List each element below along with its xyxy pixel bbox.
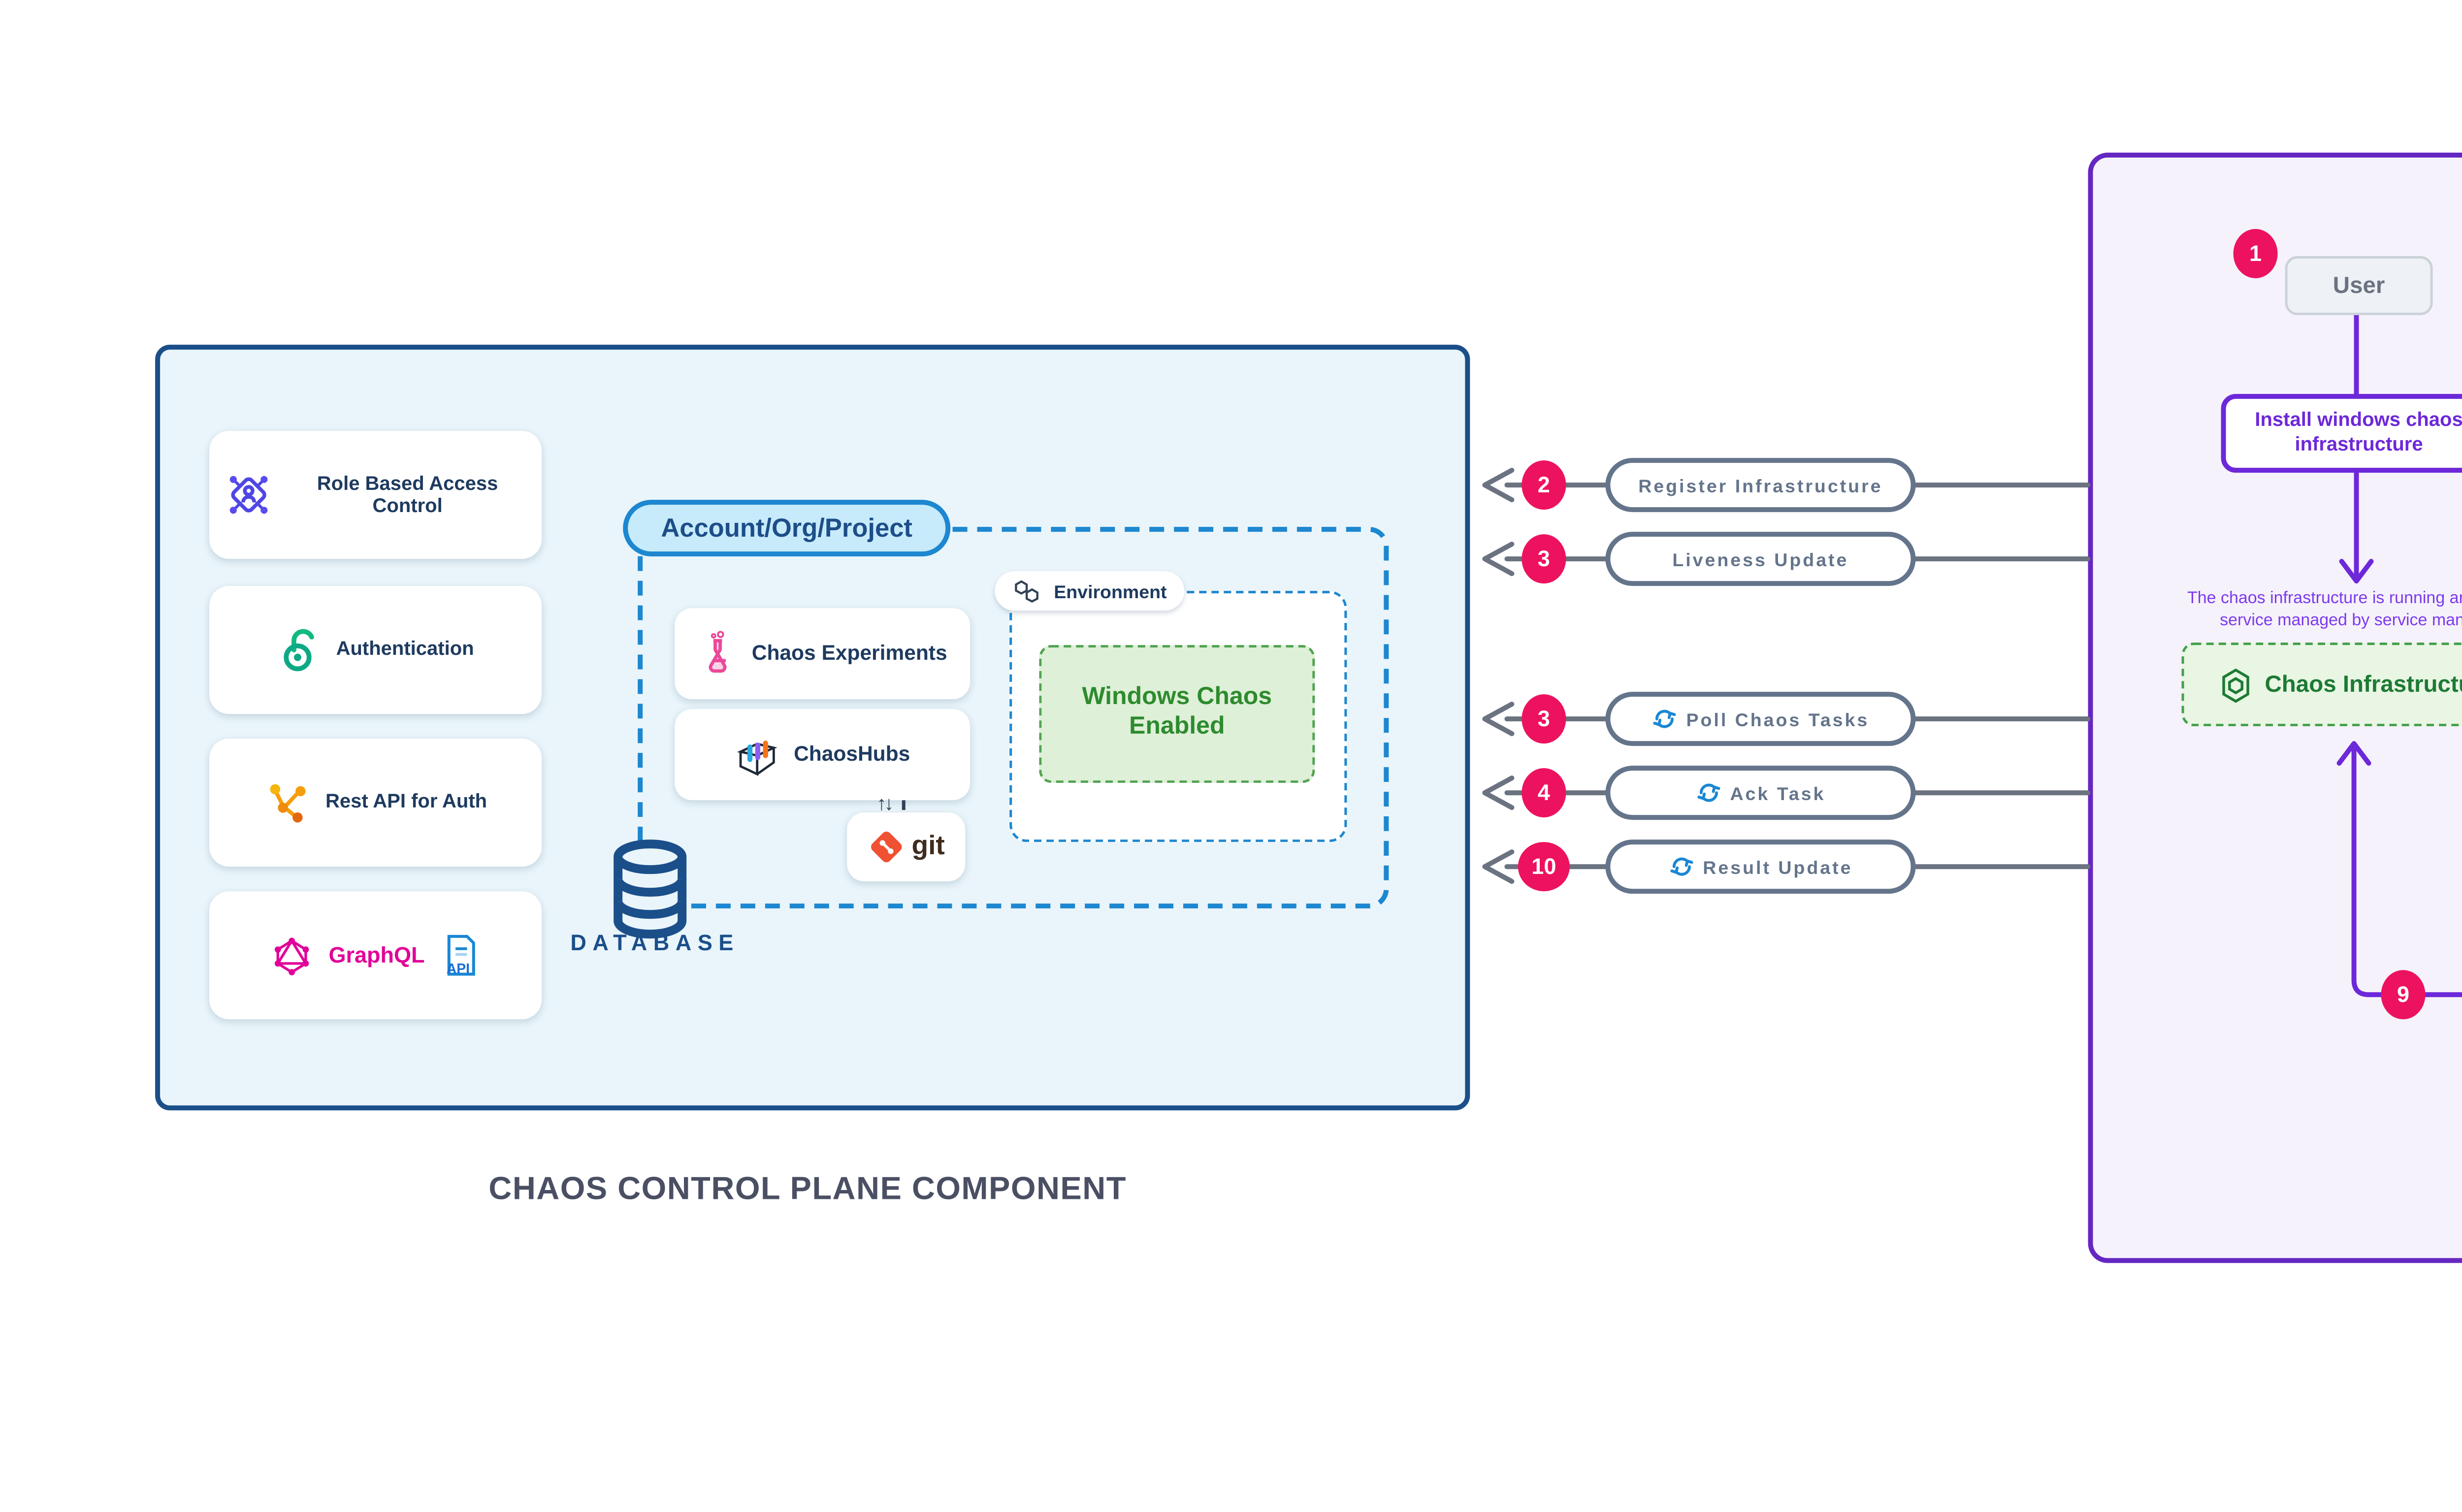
step-badge-poll: 3 (1522, 694, 1566, 744)
account-org-project-pill: Account/Org/Project (623, 500, 951, 557)
sync-icon (1695, 780, 1720, 805)
rest-api-icon (264, 779, 311, 826)
card-authentication-label: Authentication (336, 639, 474, 661)
auth-icon (277, 625, 322, 675)
card-chaos-experiments-label: Chaos Experiments (751, 639, 947, 664)
chaos-infrastructure-icon (2218, 666, 2252, 703)
step-badge-liveness: 3 (1522, 534, 1566, 584)
connector-register-infrastructure: Register Infrastructure (1605, 458, 1916, 513)
control-plane-title: CHAOS CONTROL PLANE COMPONENT (488, 1169, 1127, 1207)
step-badge-register: 2 (1522, 460, 1566, 510)
environment-pill: Environment (995, 571, 1184, 611)
hub-git-sync-arrows: ↑↓ (876, 793, 894, 815)
step-badge-result: 10 (1518, 842, 1570, 892)
step-badge-generate: 9 (2381, 970, 2426, 1020)
environment-label: Environment (1054, 579, 1167, 602)
environment-icon (1012, 578, 1044, 605)
flask-icon (698, 630, 740, 677)
connector-result-update-label: Result Update (1703, 855, 1853, 878)
chaos-infrastructure-label: Chaos Infrastructure (2265, 671, 2462, 698)
step-badge-user: 1 (2233, 229, 2278, 279)
card-graphql: GraphQL API (209, 891, 542, 1020)
connector-ack-task-label: Ack Task (1730, 781, 1826, 804)
sync-icon (1652, 707, 1676, 731)
git-icon (868, 827, 907, 867)
api-doc-icon: API (440, 933, 479, 977)
windows-chaos-enabled-box: Windows Chaos Enabled (1039, 645, 1315, 783)
connector-ack-task: Ack Task (1605, 766, 1916, 820)
card-rbac: Role Based Access Control (209, 431, 542, 559)
card-authentication: Authentication (209, 586, 542, 714)
rbac-icon (224, 470, 273, 519)
account-org-project-region (638, 527, 1389, 909)
chaoshubs-icon (735, 731, 781, 778)
card-rest-api-label: Rest API for Auth (325, 791, 487, 814)
graphql-icon (272, 934, 314, 976)
card-git: git (847, 812, 966, 882)
card-chaoshubs: ChaosHubs (675, 709, 971, 801)
infra-running-note: The chaos infrastructure is running and … (2187, 591, 2462, 631)
connector-result-update: Result Update (1605, 839, 1916, 894)
connector-liveness-update: Liveness Update (1605, 532, 1916, 586)
sync-icon (1668, 854, 1693, 879)
chaos-infrastructure-box: Chaos Infrastructure (2181, 643, 2462, 727)
card-chaos-experiments: Chaos Experiments (675, 608, 971, 700)
svg-text:API: API (445, 961, 468, 977)
step-badge-ack: 4 (1522, 768, 1566, 818)
install-infrastructure-box: Install windows chaos infrastructure (2221, 394, 2462, 473)
connector-poll-chaos-tasks-label: Poll Chaos Tasks (1686, 708, 1870, 730)
card-chaoshubs-label: ChaosHubs (794, 740, 910, 765)
connector-poll-chaos-tasks: Poll Chaos Tasks (1605, 692, 1916, 746)
card-rest-api: Rest API for Auth (209, 739, 542, 867)
user-box: User (2285, 256, 2433, 316)
card-rbac-label: Role Based Access Control (317, 472, 498, 517)
git-label: git (911, 832, 945, 862)
card-graphql-label: GraphQL (328, 943, 425, 968)
database-icon (606, 837, 694, 940)
